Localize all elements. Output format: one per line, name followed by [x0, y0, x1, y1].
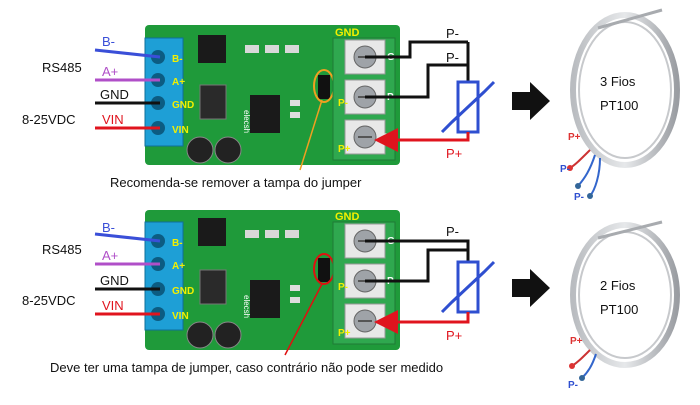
wire-p-plus [374, 310, 470, 334]
silk-a: A+ [172, 261, 185, 272]
label-vin: VIN [102, 298, 124, 313]
label-gnd: GND [100, 273, 129, 288]
coiled-rtd-probe-icon [569, 220, 680, 381]
label-p-minus-2: P- [446, 50, 459, 65]
silk-vin: VIN [172, 125, 189, 136]
label-supply: 8-25VDC [22, 293, 75, 308]
annotation-pointer [299, 99, 323, 171]
sensor-tag-m1: P- [568, 380, 578, 391]
sensor-line2: PT100 [600, 98, 638, 113]
chip [198, 35, 226, 63]
sensor-line2: PT100 [600, 302, 638, 317]
label-b-minus: B- [102, 220, 115, 235]
label-vin: VIN [102, 112, 124, 127]
panel-2-wire: B- A+ GND VIN elecsh GND P- P+ G P P+ B-… [22, 210, 680, 391]
silk-p1: P- [338, 282, 348, 293]
jumper-header [318, 75, 330, 99]
sensor-tag-m1: P- [560, 164, 570, 175]
silk-a: A+ [172, 77, 185, 88]
label-rs485: RS485 [42, 242, 82, 257]
wire-b-minus [94, 48, 161, 59]
silk-p2: P+ [338, 328, 351, 339]
silk-gnd: GND [172, 100, 194, 111]
label-a-plus: A+ [102, 248, 118, 263]
silk-b: B- [172, 238, 183, 249]
silk-p2: P+ [338, 144, 351, 155]
wire-p-plus [374, 128, 470, 152]
chip [250, 95, 280, 133]
jumper-header [318, 258, 330, 282]
regulator [199, 269, 227, 305]
label-b-minus: B- [102, 34, 115, 49]
silk-p1: P- [338, 98, 348, 109]
label-gnd: GND [100, 87, 129, 102]
sensor-tag-plus: P+ [570, 336, 583, 347]
label-supply: 8-25VDC [22, 112, 75, 127]
note-text: Deve ter uma tampa de jumper, caso contr… [50, 360, 443, 375]
coiled-rtd-probe-icon [567, 8, 680, 199]
sensor-line1: 2 Fios [600, 278, 636, 293]
wire-b-minus [94, 232, 161, 243]
silk-gnd: GND [172, 286, 194, 297]
silk-mark: elecsh [242, 110, 251, 133]
chip [198, 218, 226, 246]
silk-gnd-right: GND [335, 211, 360, 223]
panel-3-wire: B- A+ GND VIN elecsh GND P- P+ G P P+ [22, 8, 680, 203]
label-p-minus-1: P- [446, 26, 459, 41]
silk-b: B- [172, 54, 183, 65]
silk-vin: VIN [172, 311, 189, 322]
sensor-tag-plus: P+ [568, 132, 581, 143]
label-p-plus: P+ [446, 146, 462, 161]
sensor-line1: 3 Fios [600, 74, 636, 89]
annotation-pointer [284, 283, 323, 356]
chip [250, 280, 280, 318]
arrow-right-icon [512, 82, 550, 120]
label-p-minus-1: P- [446, 224, 459, 239]
wire-p-minus-1 [365, 40, 468, 59]
arrow-right-icon [512, 269, 550, 307]
note-text: Recomenda-se remover a tampa do jumper [110, 175, 362, 190]
label-a-plus: A+ [102, 64, 118, 79]
label-rs485: RS485 [42, 60, 82, 75]
sensor-tag-m2: P- [574, 192, 584, 203]
label-p-plus: P+ [446, 328, 462, 343]
silk-mark: elecsh [242, 295, 251, 318]
regulator [199, 84, 227, 120]
wire-p-minus-1 [365, 239, 470, 262]
silk-gnd-right: GND [335, 27, 360, 39]
